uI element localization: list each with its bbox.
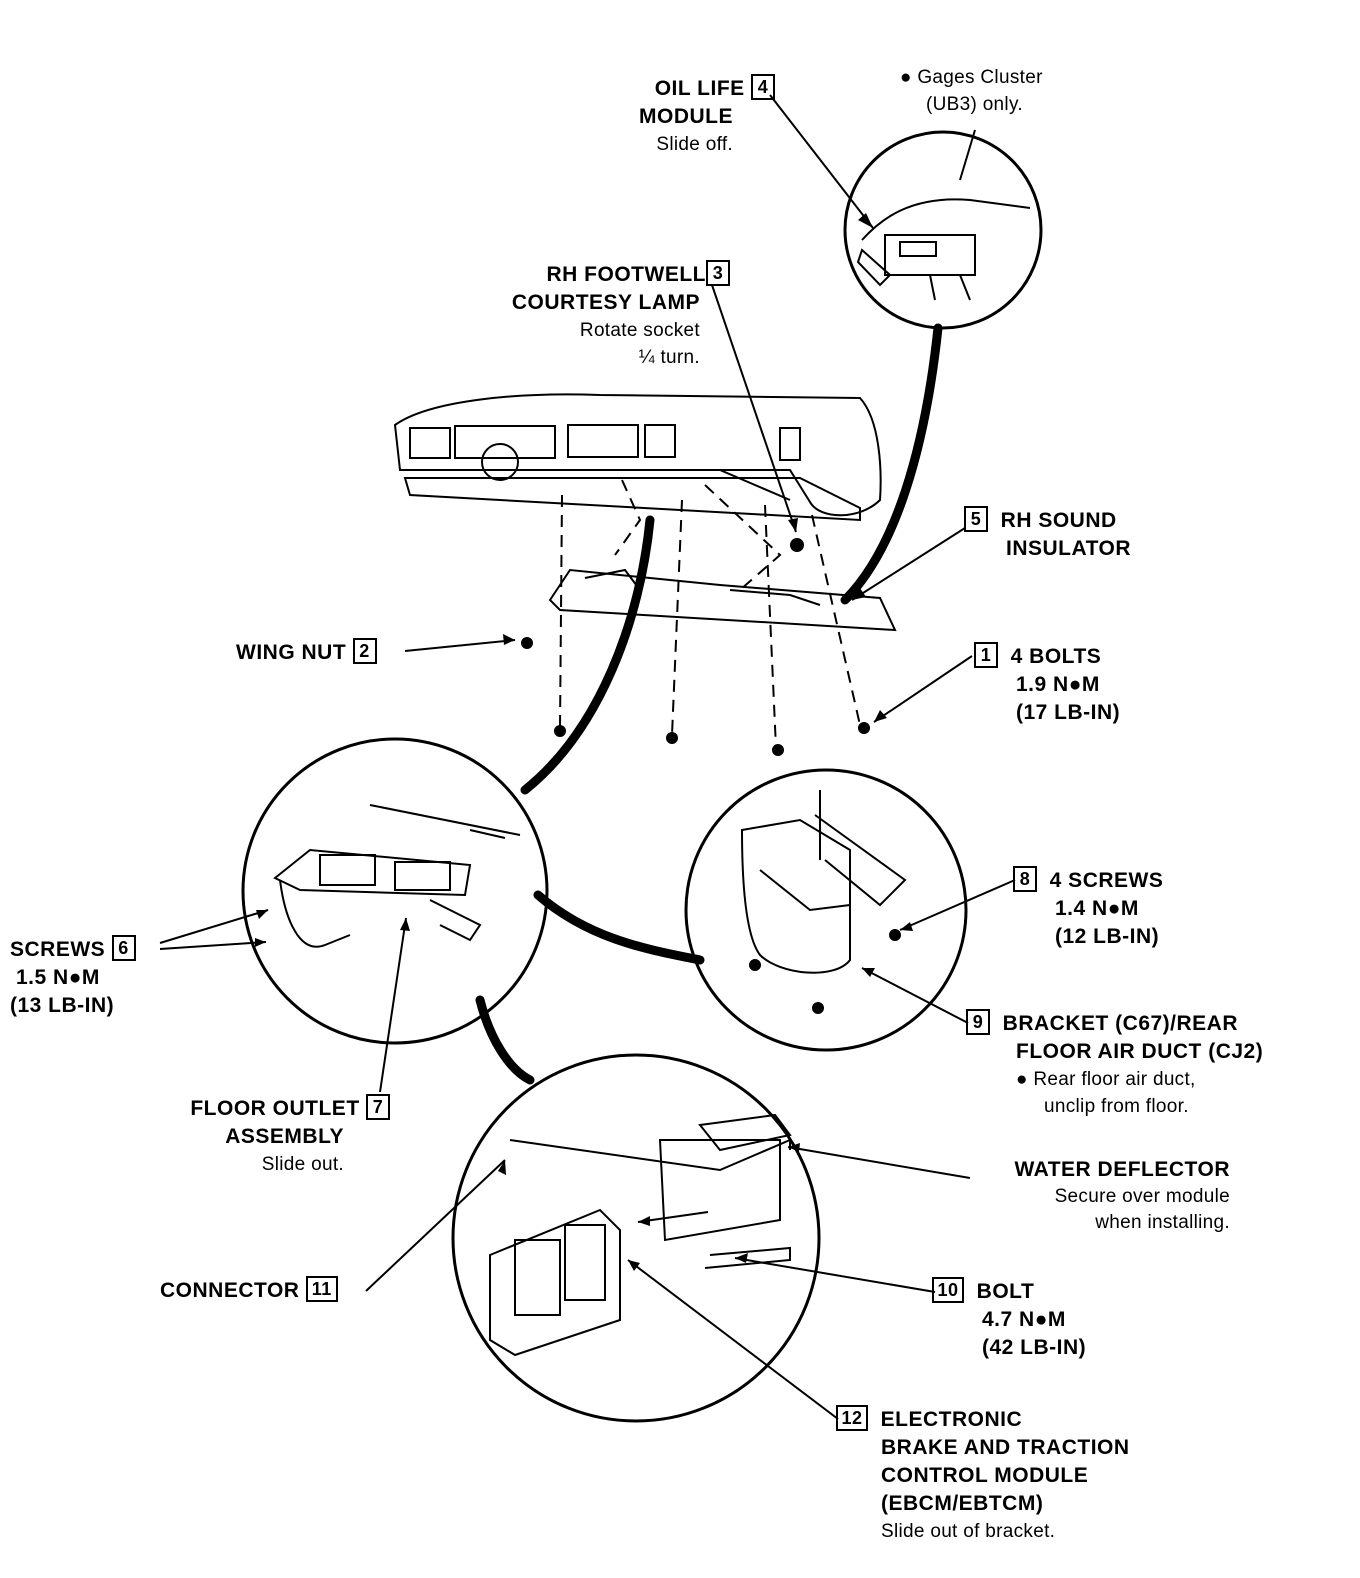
detail-circle-floor-outlet	[241, 737, 549, 1045]
oil-life-module-drawing	[856, 198, 1031, 301]
callout-number-6: 6	[111, 935, 136, 961]
callout-sound-insulator: 5 RH SOUND INSULATOR	[964, 506, 1131, 563]
gages-note-line-2: (UB3) only.	[926, 94, 1023, 115]
callout-courtesy-lamp-note-2: ¼ turn.	[638, 347, 700, 368]
callout-outlet-screws: SCREWS 6 1.5 N●M (13 LB-IN)	[10, 935, 136, 1020]
water-deflector-title: WATER DEFLECTOR	[1014, 1158, 1230, 1181]
callout-floor-outlet: FLOOR OUTLET 7 ASSEMBLY Slide out.	[130, 1094, 390, 1178]
ebcm-drawing	[489, 1113, 792, 1357]
callout-number-8: 8	[1013, 866, 1037, 892]
callout-ebcm-abbrev: (EBCM/EBTCM)	[881, 1492, 1044, 1515]
callout-duct-screws-torque: 1.4 N●M	[1055, 897, 1139, 920]
callout-wing-nut-title: WING NUT	[236, 641, 347, 664]
callout-courtesy-lamp-note: Rotate socket	[579, 320, 700, 341]
callout-duct-screws-torque-lbin: (12 LB-IN)	[1055, 925, 1160, 948]
callout-connector-title: CONNECTOR	[160, 1279, 300, 1302]
callout-floor-outlet-title-2: ASSEMBLY	[225, 1125, 344, 1148]
callout-sound-insulator-title: RH SOUND	[1000, 509, 1117, 532]
callout-duct-screws: 8 4 SCREWS 1.4 N●M (12 LB-IN)	[1013, 866, 1163, 951]
callout-bracket-duct: 9 BRACKET (C67)/REAR FLOOR AIR DUCT (CJ2…	[966, 1009, 1263, 1120]
instrument-panel-drawing	[393, 393, 882, 522]
callout-number-3: 3	[706, 260, 730, 286]
callout-ebcm-bolt-torque-lbin: (42 LB-IN)	[982, 1336, 1087, 1359]
callout-number-1: 1	[974, 642, 998, 668]
callout-number-10: 10	[932, 1277, 964, 1303]
callout-floor-outlet-title: FLOOR OUTLET	[190, 1097, 360, 1120]
callout-bolts-torque-lbin: (17 LB-IN)	[1016, 701, 1121, 724]
callout-ebcm-bolt-torque: 4.7 N●M	[982, 1308, 1066, 1331]
callout-number-7: 7	[366, 1094, 390, 1120]
callout-oil-life-title-2: MODULE	[639, 105, 733, 128]
callout-courtesy-lamp-title: RH FOOTWELL	[546, 263, 706, 286]
detail-circle-oil-life-module	[843, 130, 1043, 330]
callout-bracket-duct-note-2: unclip from floor.	[1044, 1096, 1189, 1117]
callout-ebcm-note: Slide out of bracket.	[881, 1521, 1056, 1542]
callout-outlet-screws-torque-lbin: (13 LB-IN)	[10, 994, 115, 1017]
gages-note-line-1: ● Gages Cluster	[900, 67, 1043, 88]
water-deflector-note-2: when installing.	[1095, 1212, 1230, 1233]
leader-arrowheads	[255, 213, 913, 1271]
callout-number-9: 9	[966, 1009, 990, 1035]
callout-number-11: 11	[305, 1276, 338, 1302]
callout-water-deflector: WATER DEFLECTOR Secure over module when …	[960, 1156, 1230, 1236]
callout-floor-outlet-note: Slide out.	[261, 1154, 344, 1175]
callout-ebcm-title-3: CONTROL MODULE	[881, 1464, 1089, 1487]
callout-bracket-duct-note: ● Rear floor air duct,	[1016, 1069, 1196, 1090]
callout-number-5: 5	[964, 506, 988, 532]
detail-circle-bracket-duct	[684, 768, 968, 1052]
attachment-dash-lines	[559, 479, 861, 749]
callout-ebcm-bolt-title: BOLT	[976, 1280, 1035, 1303]
floor-outlet-drawing	[273, 804, 521, 948]
callout-duct-screws-title: 4 SCREWS	[1049, 869, 1164, 892]
sound-insulator-drawing	[548, 568, 897, 632]
callout-connector: CONNECTOR 11	[160, 1276, 338, 1305]
callout-bolts-torque: 1.9 N●M	[1016, 673, 1100, 696]
bracket-duct-drawing	[740, 790, 907, 974]
leader-lines	[159, 94, 1016, 1420]
callout-oil-life-note: Slide off.	[656, 134, 733, 155]
callout-ebcm-title: ELECTRONIC	[880, 1408, 1023, 1431]
callout-bracket-duct-title-2: FLOOR AIR DUCT (CJ2)	[1016, 1040, 1264, 1063]
callout-outlet-screws-torque: 1.5 N●M	[16, 966, 100, 989]
gages-cluster-note: ● Gages Cluster (UB3) only.	[900, 64, 1043, 118]
callout-bolts-title: 4 BOLTS	[1010, 645, 1102, 668]
callout-bracket-duct-title: BRACKET (C67)/REAR	[1002, 1012, 1239, 1035]
callout-outlet-screws-title: SCREWS	[10, 938, 106, 961]
callout-number-12: 12	[836, 1405, 868, 1431]
detail-leader-bands	[475, 323, 943, 1085]
detail-circle-ebcm	[451, 1053, 821, 1423]
callout-courtesy-lamp-title-2: COURTESY LAMP	[511, 291, 700, 314]
callout-wing-nut: WING NUT 2	[236, 638, 377, 667]
callout-ebcm: 12 ELECTRONIC BRAKE AND TRACTION CONTROL…	[836, 1405, 1130, 1545]
callout-oil-life-title: OIL LIFE	[654, 77, 745, 100]
callout-oil-life-module: OIL LIFE 4 MODULE Slide off.	[600, 74, 775, 158]
callout-number-4: 4	[751, 74, 775, 100]
callout-number-2: 2	[352, 638, 377, 664]
callout-bolts: 1 4 BOLTS 1.9 N●M (17 LB-IN)	[974, 642, 1120, 727]
fastener-markers	[521, 538, 901, 1014]
callout-ebcm-bolt: 10 BOLT 4.7 N●M (42 LB-IN)	[932, 1277, 1086, 1362]
water-deflector-note: Secure over module	[1054, 1186, 1230, 1207]
callout-sound-insulator-title-2: INSULATOR	[1006, 537, 1132, 560]
callout-ebcm-title-2: BRAKE AND TRACTION	[881, 1436, 1130, 1459]
